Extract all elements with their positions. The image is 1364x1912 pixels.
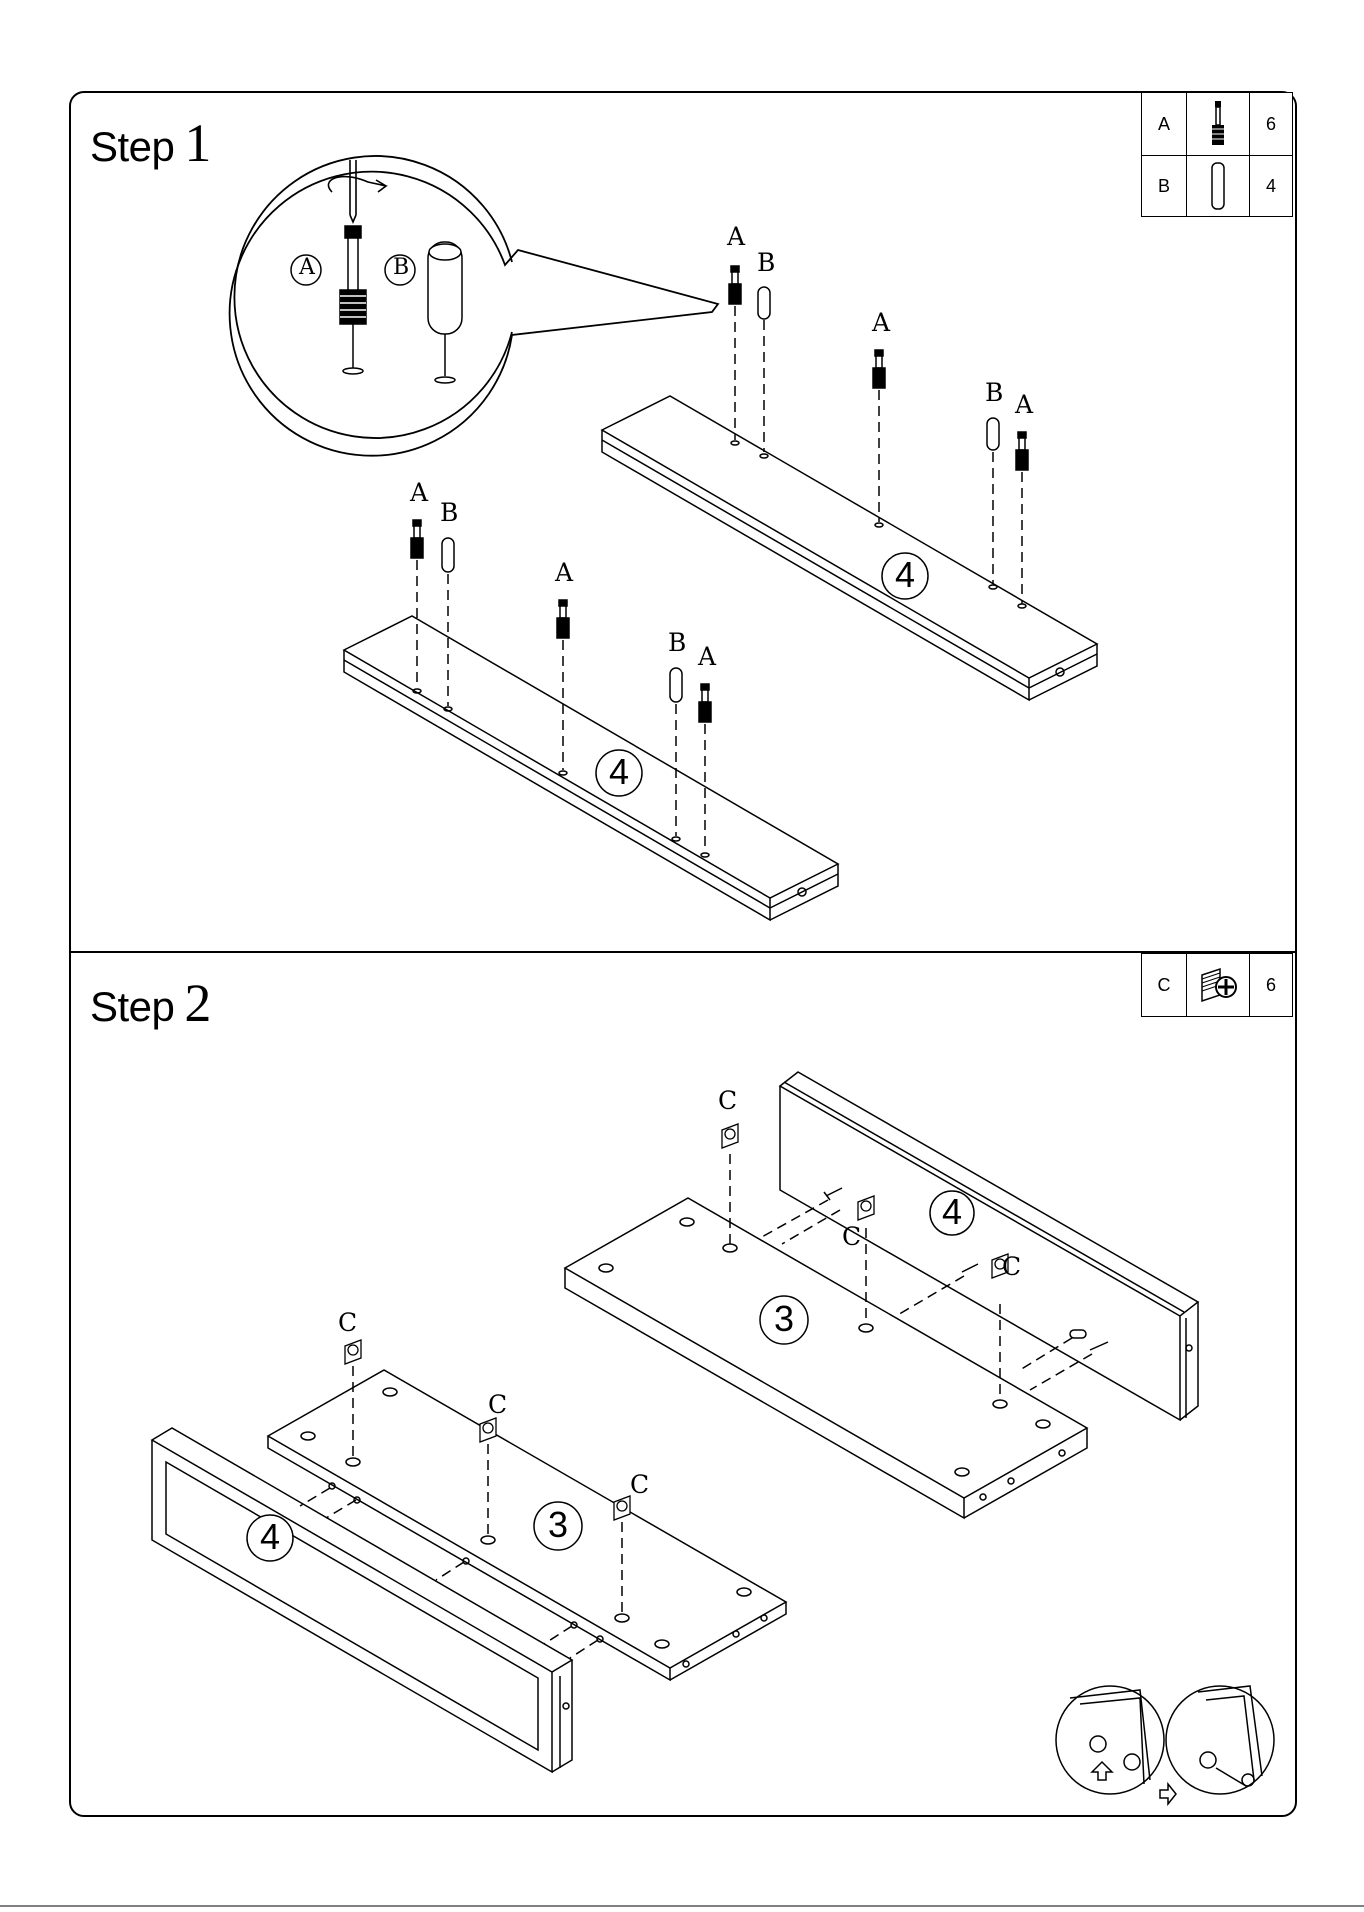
hardware-label-a: A — [727, 222, 745, 251]
board-number: 4 — [942, 1191, 962, 1233]
callout-label-b: B — [393, 255, 409, 280]
hardware-label-c: C — [842, 1222, 861, 1251]
hardware-label-c: C — [718, 1086, 737, 1115]
hardware-label-a: A — [698, 642, 716, 671]
hardware-label-b: B — [985, 378, 1003, 407]
hardware-label-c: C — [338, 1308, 357, 1337]
part-letter: A — [1142, 93, 1187, 156]
board-number: 4 — [260, 1516, 280, 1558]
hardware-label-c: C — [630, 1470, 649, 1499]
hardware-label-a: A — [872, 308, 890, 337]
part-letter: B — [1142, 156, 1187, 217]
hardware-label-a: A — [1015, 390, 1033, 419]
step-number: 1 — [184, 113, 211, 173]
parts-row: B 4 — [1142, 156, 1293, 217]
cam-bolt-icon — [1187, 93, 1250, 156]
cam-lock-icon — [1187, 954, 1250, 1017]
board-number: 4 — [895, 554, 915, 596]
panel-number: 3 — [774, 1298, 794, 1340]
step-word: Step — [90, 123, 174, 170]
callout-label-a: A — [299, 255, 315, 280]
part-qty: 6 — [1250, 93, 1293, 156]
board-number: 4 — [609, 751, 629, 793]
hardware-label-b: B — [668, 628, 686, 657]
part-letter: C — [1142, 954, 1187, 1017]
hardware-label-c: C — [1002, 1252, 1021, 1281]
step-1-parts-table: A 6 B 4 — [1141, 92, 1293, 217]
step-word: Step — [90, 983, 174, 1030]
step-number: 2 — [184, 973, 211, 1033]
hardware-label-b: B — [757, 248, 775, 277]
hardware-label-a: A — [555, 558, 573, 587]
part-qty: 4 — [1250, 156, 1293, 217]
hardware-label-b: B — [440, 498, 458, 527]
part-qty: 6 — [1250, 954, 1293, 1017]
wood-dowel-icon — [1187, 156, 1250, 217]
parts-row: A 6 — [1142, 93, 1293, 156]
panel-number: 3 — [548, 1504, 568, 1546]
hardware-label-c: C — [488, 1390, 507, 1419]
step-2-parts-table: C 6 — [1141, 953, 1293, 1017]
parts-row: C 6 — [1142, 954, 1293, 1017]
hardware-label-a: A — [410, 478, 428, 507]
